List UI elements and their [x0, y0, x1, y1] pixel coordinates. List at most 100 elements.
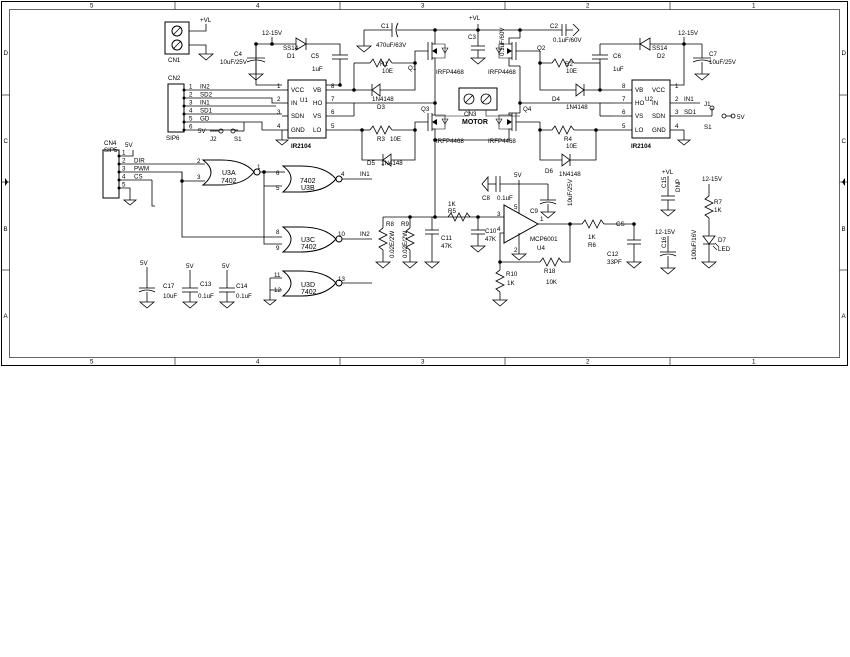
- c1-value: 470uF/63V: [376, 42, 407, 49]
- u1-part: IR2104: [291, 143, 312, 150]
- s1-right-ref: S1: [704, 124, 712, 131]
- u3a-pin-a: 2: [197, 158, 201, 165]
- u3a-nor-gate: [201, 159, 285, 187]
- d6-part: 1N4148: [559, 171, 581, 178]
- drawing-frame: [1, 1, 848, 366]
- cn2-pin-number: 1: [189, 84, 193, 91]
- c17-ref: C17: [163, 283, 175, 290]
- r18-value: 10K: [546, 279, 558, 286]
- zone-row-right-D: D: [842, 50, 847, 57]
- c6-value: 1uF: [613, 66, 624, 73]
- cn2-pin-number: 6: [189, 124, 193, 131]
- u4-pin-inp: 3: [497, 211, 501, 218]
- zone-row-left-C: C: [4, 138, 9, 145]
- c10-ref: C10: [485, 228, 497, 235]
- zone-row-left-B: B: [4, 226, 8, 233]
- j1-5v-label: 5V: [737, 114, 745, 121]
- c8-value: 0.1uF: [497, 195, 513, 202]
- cn4-header: [102, 149, 282, 238]
- u1-supply-wiring: [246, 37, 348, 87]
- u2-pin-number-right: 1: [675, 83, 679, 90]
- r2-value: 10E: [566, 68, 577, 75]
- q3-part: IRFP4468: [436, 138, 464, 145]
- u4-part: MCP6001: [530, 236, 558, 243]
- d3-ref: D3: [377, 104, 385, 111]
- c14-supply-label: 5V: [222, 263, 230, 270]
- s1-left-ref: S1: [234, 136, 242, 143]
- u3b-out-label: IN1: [360, 171, 370, 178]
- d1-ref: D1: [287, 53, 295, 60]
- cn4-5v-label: 5V: [125, 142, 133, 149]
- u2-vcc-label: 12-15V: [678, 30, 699, 37]
- cn4-pin-signal: CS: [134, 174, 143, 181]
- right-bottom-parts: [659, 176, 720, 275]
- cn2-type: SIP6: [166, 135, 180, 142]
- c5-ref: C5: [311, 53, 319, 60]
- u2-ref: U2: [645, 96, 653, 103]
- u3c-pin-b: 9: [276, 245, 280, 252]
- u3a-pin-y: 1: [257, 164, 261, 171]
- zone-col-bottom-2: 2: [586, 359, 590, 366]
- u2-pin-number-right: 2: [675, 96, 679, 103]
- q1-ref: Q1: [408, 65, 417, 72]
- c6-ref: C6: [613, 53, 621, 60]
- cn2-pin-number: 3: [189, 100, 193, 107]
- u3c-pin-y: 10: [338, 231, 345, 238]
- u2-pin-name-left: VS: [635, 113, 643, 120]
- cn4-pin-number: 3: [122, 166, 126, 173]
- cn2-pin-number: 5: [189, 116, 193, 123]
- r18-ref: R18: [544, 268, 556, 275]
- c2-value: 0.1uF/60V: [553, 37, 582, 44]
- r1-ref: R1: [380, 61, 388, 68]
- u2-pin-number-right: 3: [675, 109, 679, 116]
- r10-ref: R10: [506, 271, 518, 278]
- u1-pin-name-left: GND: [291, 127, 305, 134]
- d1-part: SS14: [283, 45, 299, 52]
- u3d-pin-a: 11: [274, 272, 281, 279]
- c7-value: 10uF/25V: [709, 59, 737, 66]
- q3-ref: Q3: [421, 106, 430, 113]
- c12-ref: C12: [607, 251, 619, 258]
- motor-label: MOTOR: [462, 119, 488, 126]
- c15-value: DNP: [675, 179, 682, 192]
- u3d-pin-y: 13: [338, 276, 345, 283]
- u3b-pin-y: 4: [341, 171, 345, 178]
- u1-pin-number-right: 8: [331, 83, 335, 90]
- u3c-pin-a: 8: [276, 229, 280, 236]
- cn2-pin-number: 4: [189, 108, 193, 115]
- j2-ref: J2: [210, 136, 217, 143]
- d2-ref: D2: [657, 53, 665, 60]
- c4-value: 10uF/25V: [220, 59, 248, 66]
- c16-supply-label: 12-15V: [655, 229, 676, 236]
- r6-ref: R6: [588, 242, 596, 249]
- r6-value: 1K: [588, 234, 596, 241]
- c14-value: 0.1uF: [236, 293, 252, 300]
- cn4-pin-number: 1: [122, 150, 126, 157]
- j1-ref: J1: [704, 101, 711, 108]
- r3-value: 10E: [390, 136, 401, 143]
- d5-part: 1N4148: [381, 160, 403, 167]
- d2-part: SS14: [652, 45, 668, 52]
- bottom-decoupling-caps: [138, 267, 236, 309]
- cn2-pin-signal: SD2: [200, 92, 213, 99]
- u2-pin-name-left: LO: [635, 127, 643, 134]
- c17-value: 10uF: [163, 293, 177, 300]
- u3d-nor-gate: [262, 270, 372, 306]
- u1-vcc-label: 12-15V: [262, 30, 283, 37]
- u3b-nor-gate: [281, 165, 372, 193]
- zone-col-top-5: 5: [90, 3, 94, 10]
- u1-pin-number-left: 3: [277, 109, 281, 116]
- bus-vl-label: +VL: [469, 15, 481, 22]
- u3c-ref: U3C: [301, 237, 315, 244]
- u2-pin-name-right: VCC: [652, 87, 666, 94]
- c11-value: 47K: [441, 243, 453, 250]
- cn4-pin-signal: DIR: [134, 158, 145, 165]
- cn4-pin-number: 4: [122, 174, 126, 181]
- q4-ref: Q4: [523, 106, 532, 113]
- cn3-ref: CN3: [464, 111, 477, 118]
- j2-jumper: [210, 122, 245, 134]
- d5-ref: D5: [367, 160, 375, 167]
- zone-col-top-3: 3: [421, 3, 425, 10]
